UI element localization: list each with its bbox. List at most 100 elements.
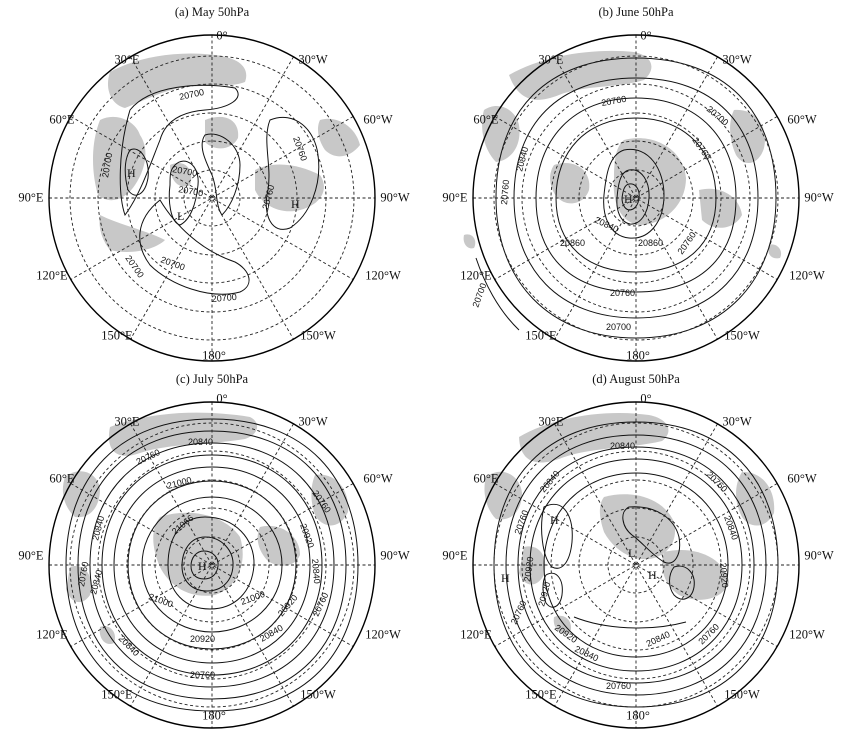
contour-label: 20920 bbox=[298, 522, 316, 549]
contour-label: 20700 bbox=[470, 282, 488, 309]
lon-label-120e: 120°E bbox=[460, 627, 492, 642]
contour-label: 20700 bbox=[606, 322, 631, 332]
contour-label: 20760 bbox=[610, 288, 635, 298]
land-areas bbox=[93, 53, 360, 252]
lon-label-180: 180° bbox=[626, 708, 650, 723]
lon-label-150e: 150°E bbox=[101, 687, 133, 702]
lon-label-30w: 30°W bbox=[298, 52, 328, 67]
lon-label-180: 180° bbox=[626, 348, 650, 363]
contour-label: 20760 bbox=[499, 179, 511, 205]
contour-label: 20840 bbox=[310, 558, 322, 584]
polar-map: 20760 20840 21000 20760 20840 21066 2092… bbox=[48, 401, 376, 729]
lon-label-90e: 90°E bbox=[442, 190, 468, 205]
lon-label-30e: 30°E bbox=[538, 52, 564, 67]
lon-label-150e: 150°E bbox=[525, 687, 557, 702]
contour-label: 20840 bbox=[188, 437, 213, 447]
contour-label: 20920 bbox=[522, 556, 535, 582]
polar-map: 20760 20700 20760 20840 20760 20840 2086… bbox=[463, 34, 800, 362]
panel-may: (a) May 50hPa bbox=[0, 0, 424, 367]
lon-label-150w: 150°W bbox=[300, 328, 336, 343]
contour-label: 20700 bbox=[211, 292, 237, 304]
high-center-label: H bbox=[550, 513, 559, 527]
polar-map: 20700 20700 20700 20700 20700 20700 2070… bbox=[48, 34, 376, 362]
lon-label-120e: 120°E bbox=[460, 268, 492, 283]
lon-label-0: 0° bbox=[216, 28, 228, 43]
lon-label-60e: 60°E bbox=[49, 471, 75, 486]
lon-label-30w: 30°W bbox=[722, 52, 752, 67]
lon-label-150e: 150°E bbox=[525, 328, 557, 343]
lon-label-0: 0° bbox=[640, 28, 652, 43]
grid bbox=[49, 35, 375, 361]
grid bbox=[49, 402, 375, 728]
lon-label-0: 0° bbox=[640, 391, 652, 406]
contour-label: 20840 bbox=[645, 629, 672, 649]
panel-july: (c) July 50hPa bbox=[0, 367, 424, 734]
high-center-label: H bbox=[291, 197, 300, 211]
contour-label: 20760 bbox=[311, 591, 331, 618]
lon-label-30e: 30°E bbox=[538, 414, 564, 429]
high-center-label: H bbox=[198, 559, 207, 573]
lon-label-90w: 90°W bbox=[804, 548, 834, 563]
contour-label: 20920 bbox=[536, 581, 552, 608]
contour-label: 20700 bbox=[705, 104, 731, 128]
contour-label: 20860 bbox=[560, 238, 585, 248]
lon-label-60w: 60°W bbox=[787, 112, 817, 127]
polar-map: 20840 20760 20840 20760 20840 20920 2092… bbox=[472, 401, 800, 729]
contour-label: 20840 bbox=[610, 441, 635, 451]
lon-label-90w: 90°W bbox=[380, 548, 410, 563]
lon-label-120e: 120°E bbox=[36, 627, 68, 642]
pressure-centers: H bbox=[624, 192, 633, 206]
high-center-label: H bbox=[648, 568, 657, 582]
contour-label: 20700 bbox=[123, 253, 146, 279]
pressure-centers: H L H bbox=[127, 166, 300, 223]
lon-label-150w: 150°W bbox=[300, 687, 336, 702]
lon-label-60e: 60°E bbox=[473, 471, 499, 486]
contour-label: 20700 bbox=[100, 152, 114, 178]
lon-label-60e: 60°E bbox=[473, 112, 499, 127]
contour-label: 20760 bbox=[705, 469, 730, 494]
lon-label-90w: 90°W bbox=[380, 190, 410, 205]
low-center-label: L bbox=[177, 209, 184, 223]
panel-june: (b) June 50hPa bbox=[424, 0, 848, 367]
panel-title: (b) June 50hPa bbox=[598, 5, 674, 19]
contour-label: 21000 bbox=[166, 475, 193, 491]
map-boundary bbox=[472, 34, 800, 362]
contour-label: 20840 bbox=[88, 569, 104, 596]
lon-label-150e: 150°E bbox=[101, 328, 133, 343]
lon-label-60e: 60°E bbox=[49, 112, 75, 127]
pressure-centers: H L H H bbox=[501, 513, 657, 585]
contour-label: 20920 bbox=[190, 634, 215, 644]
contour-label: 20840 bbox=[514, 146, 530, 173]
panel-title: (a) May 50hPa bbox=[174, 5, 250, 19]
contour-label: 20760 bbox=[696, 622, 721, 647]
panel-title: (d) August 50hPa bbox=[592, 372, 680, 386]
contour-label: 20700 bbox=[159, 254, 186, 272]
land-areas bbox=[463, 50, 782, 259]
high-center-label: H bbox=[624, 192, 633, 206]
contour-label: 20760 bbox=[291, 135, 309, 162]
contour-label: 20760 bbox=[690, 135, 713, 161]
lon-label-90e: 90°E bbox=[442, 548, 468, 563]
lon-label-120e: 120°E bbox=[36, 268, 68, 283]
contour-label: 20860 bbox=[638, 238, 663, 248]
map-boundary bbox=[48, 34, 376, 362]
lon-label-90e: 90°E bbox=[18, 548, 44, 563]
lon-label-30w: 30°W bbox=[722, 414, 752, 429]
map-boundary bbox=[48, 401, 376, 729]
lon-label-90w: 90°W bbox=[804, 190, 834, 205]
contour-label: 20700 bbox=[178, 87, 205, 102]
lon-label-30e: 30°E bbox=[114, 414, 140, 429]
map-boundary bbox=[472, 401, 800, 729]
lon-label-150w: 150°W bbox=[724, 687, 760, 702]
contour-label: 20700 bbox=[172, 164, 198, 178]
lon-label-120w: 120°W bbox=[365, 627, 401, 642]
grid bbox=[473, 402, 799, 728]
contour-label: 20760 bbox=[76, 561, 90, 587]
lon-label-180: 180° bbox=[202, 348, 226, 363]
low-center-label: L bbox=[628, 546, 635, 560]
lon-label-60w: 60°W bbox=[363, 112, 393, 127]
contours bbox=[119, 84, 320, 295]
lon-label-120w: 120°W bbox=[365, 268, 401, 283]
contour-label: 20920 bbox=[276, 593, 300, 619]
lon-label-180: 180° bbox=[202, 708, 226, 723]
